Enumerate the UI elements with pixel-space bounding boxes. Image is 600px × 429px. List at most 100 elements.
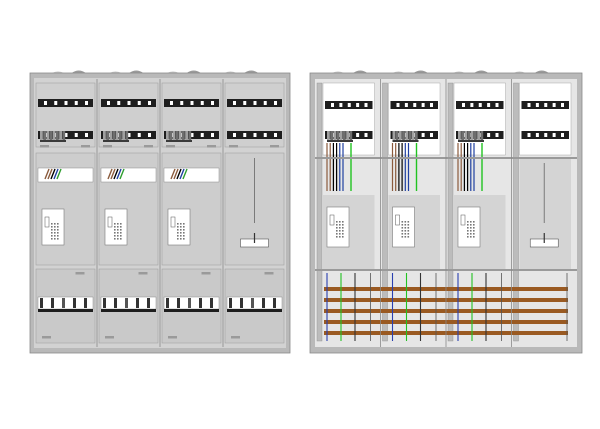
meter-dot	[470, 230, 472, 232]
meter-dot	[114, 226, 116, 228]
label-mark	[201, 272, 211, 275]
meter-dot	[57, 226, 59, 228]
meter-dot	[339, 233, 341, 235]
terminal	[56, 131, 59, 140]
wire	[116, 168, 122, 180]
rail-slot	[243, 101, 247, 105]
terminal-block-icon	[327, 131, 353, 142]
rail-slot	[85, 133, 88, 137]
label-plate	[207, 145, 216, 148]
meter-dot	[404, 224, 407, 226]
meter-dot	[470, 236, 472, 238]
rail-slot	[190, 101, 194, 105]
terminal	[392, 131, 396, 140]
meter-dot	[177, 232, 179, 234]
meter-dot	[339, 227, 341, 229]
meter-dot	[336, 227, 338, 229]
meter-dot	[57, 235, 59, 237]
meter-dot	[120, 232, 122, 234]
meter-dot	[404, 230, 407, 232]
din-rail	[101, 99, 156, 107]
lower-rail	[101, 309, 156, 312]
terminal	[166, 131, 169, 140]
meter-dot	[404, 236, 407, 238]
meter-dot	[120, 235, 122, 237]
meter-dot	[54, 235, 56, 237]
rail-slot	[470, 103, 474, 107]
lower-breaker-row	[100, 296, 157, 312]
rail-slot	[339, 103, 343, 107]
label-plate	[75, 272, 85, 275]
terminal-block-icon	[40, 131, 66, 142]
wire	[173, 168, 179, 180]
meter-window	[170, 216, 176, 228]
breaker-pole	[188, 298, 191, 308]
rail-slot	[356, 133, 360, 137]
meter-dot	[401, 230, 404, 232]
meter-dot	[336, 230, 338, 232]
meter-dot	[120, 226, 122, 228]
rail-slot	[347, 133, 351, 137]
meter-dot	[114, 232, 116, 234]
din-rail	[390, 101, 438, 109]
terminal	[339, 131, 343, 140]
rail-slot	[64, 133, 68, 137]
terminal	[182, 131, 185, 140]
meter-dot	[120, 229, 122, 231]
meter-dot	[401, 227, 404, 229]
rail-slot	[74, 133, 78, 137]
rail-slot	[404, 103, 408, 107]
din-rail	[101, 131, 156, 139]
din-rail	[38, 131, 93, 139]
meter-body	[457, 206, 481, 248]
label-mark	[138, 272, 148, 275]
terminal	[103, 131, 106, 140]
meter-dot	[51, 238, 53, 240]
rail-slot	[200, 133, 204, 137]
breaker-pole	[251, 298, 254, 308]
din-rail	[164, 131, 219, 139]
terminal	[109, 131, 113, 140]
meter-dot	[407, 227, 410, 229]
right-wiring	[391, 143, 418, 191]
terminal-base	[40, 140, 66, 142]
rail-slot	[487, 103, 491, 107]
terminal	[470, 131, 474, 140]
rail-slot	[487, 133, 491, 137]
meter-dot	[467, 224, 469, 226]
blank-bay	[519, 159, 571, 269]
meter-dot	[177, 223, 179, 225]
meter-dot	[183, 235, 185, 237]
meter-dot	[404, 233, 407, 235]
meter-dot	[470, 227, 472, 229]
meter-dot	[51, 226, 53, 228]
meter-dot	[54, 238, 56, 240]
label-mark	[105, 336, 114, 339]
terminal	[106, 131, 109, 140]
din-rail	[227, 99, 282, 107]
meter-dot	[180, 232, 182, 234]
rail-slot	[211, 101, 214, 105]
rail-slot	[148, 133, 151, 137]
meter-window	[329, 214, 335, 226]
terminal	[43, 131, 46, 140]
meter-dot	[180, 226, 182, 228]
meter-dot	[336, 224, 338, 226]
breaker-pole	[103, 298, 106, 308]
rail-slot	[170, 101, 173, 105]
wire	[113, 168, 119, 180]
label-mark	[270, 145, 279, 148]
mounting-tab	[129, 70, 144, 73]
meter-dot	[470, 233, 472, 235]
meter-dot	[183, 226, 185, 228]
meter-dot	[339, 224, 341, 226]
label-mark	[103, 145, 112, 148]
meter-dot	[183, 229, 185, 231]
rail-slot	[527, 103, 531, 107]
wire	[110, 168, 116, 180]
rail-slot	[190, 133, 194, 137]
left-column-4	[224, 82, 285, 344]
meter-dot	[407, 236, 410, 238]
mounting-tab	[413, 70, 428, 73]
